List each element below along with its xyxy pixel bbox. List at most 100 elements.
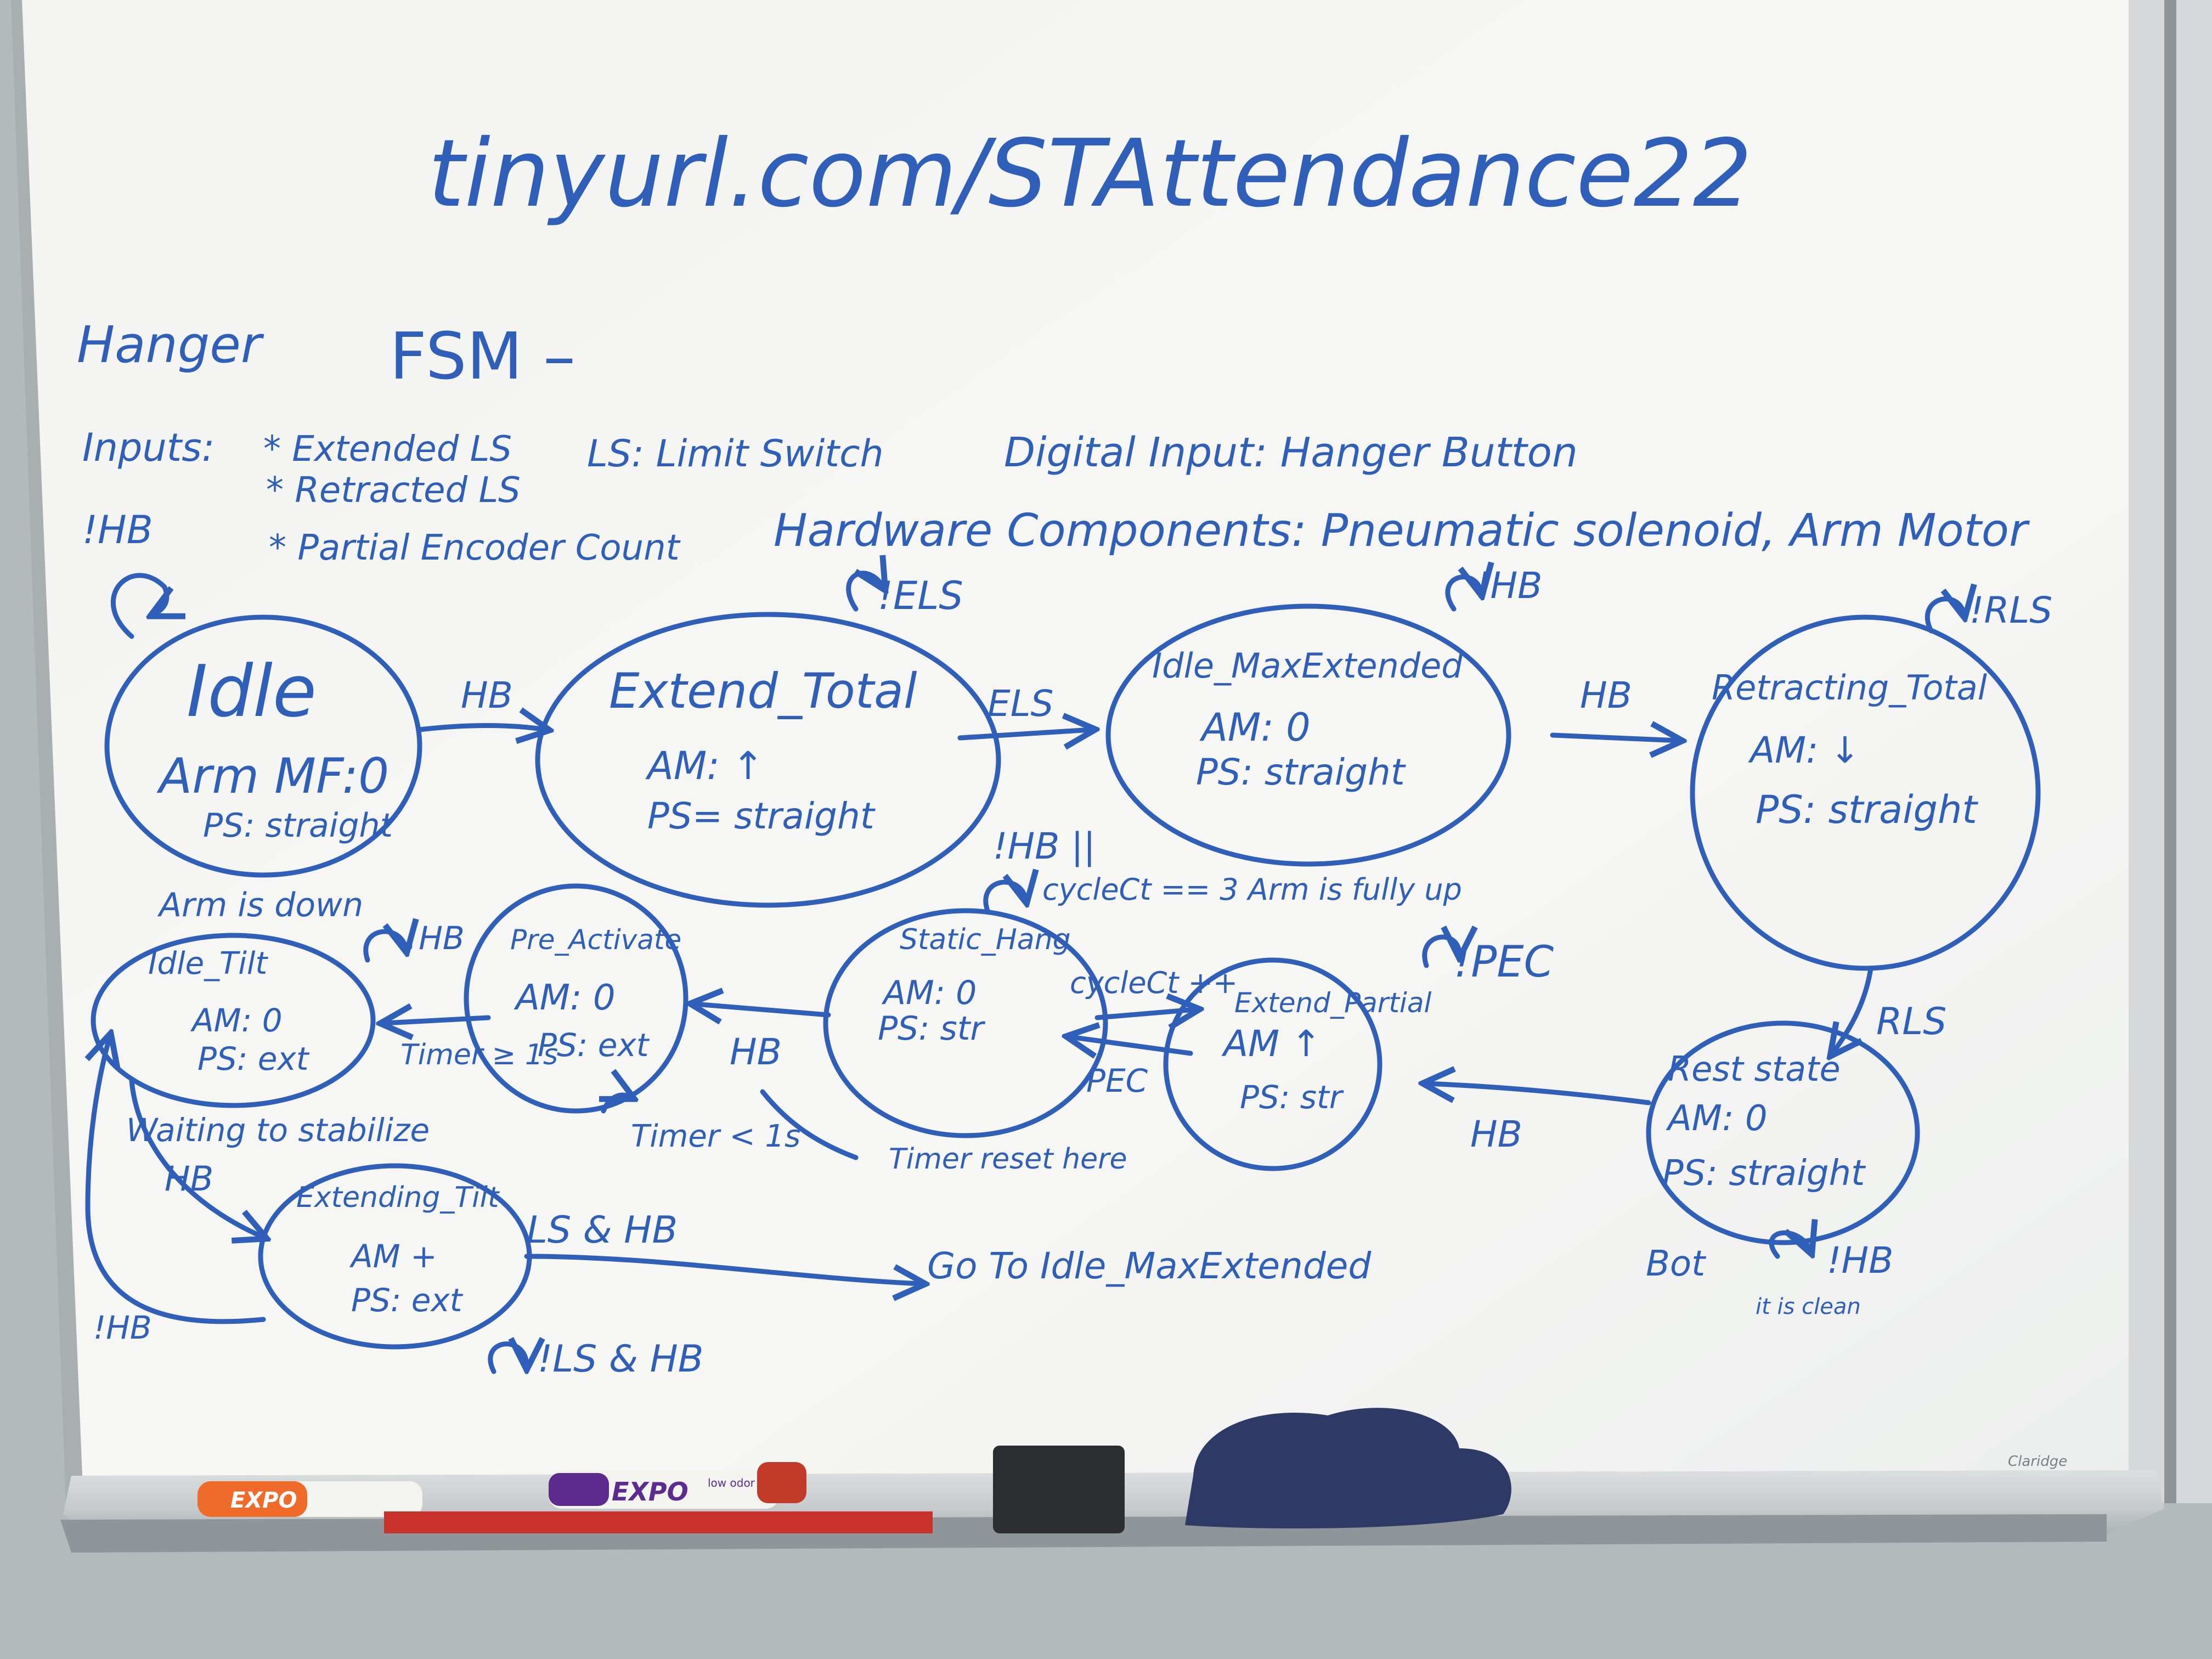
- input-retracted: * Retracted LS: [266, 470, 521, 511]
- state-extend-total: Extend_Total AM: ↑ PS= straight: [535, 612, 1001, 908]
- label-rest-self: !HB: [1827, 1239, 1893, 1282]
- inputs-label: Inputs:: [82, 425, 215, 470]
- marker-purple-label: EXPO: [612, 1477, 689, 1506]
- brand-label: Claridge: [2008, 1453, 2067, 1470]
- label-waiting: Waiting to stabilize: [126, 1111, 430, 1149]
- state-pre-activate-line2: PS: ext: [538, 1026, 650, 1064]
- loop-static: [983, 882, 1026, 913]
- label-extending-self: !LS & HB: [538, 1338, 703, 1381]
- state-retracting-total: Retracting_Total AM: ↓ PS: straight: [1690, 614, 2041, 971]
- edge-extending-goto: [524, 1254, 922, 1284]
- hardware-components: Hardware Components: Pneumatic solenoid,…: [774, 505, 2030, 557]
- cloth-rag: [1185, 1408, 1511, 1528]
- state-idle-tilt-name: Idle_Tilt: [148, 946, 268, 981]
- state-extend-total-line2: PS= straight: [647, 795, 876, 837]
- url-heading: tinyurl.com/STAttendance22: [428, 120, 1752, 228]
- label-extending-to-tilt: !HB: [93, 1309, 152, 1346]
- state-idle-tilt: Idle_Tilt AM: 0 PS: ext: [91, 933, 376, 1108]
- edge-retract-rest: [1832, 966, 1874, 1053]
- red-ruler: [384, 1511, 933, 1533]
- eraser: [993, 1446, 1125, 1533]
- state-extend-partial-line1: AM ↑: [1221, 1023, 1321, 1065]
- state-idle-maxextended: Idle_MaxExtended AM: 0 PS: straight: [1105, 603, 1511, 867]
- label-partial-to-static: cycleCt ++: [1070, 966, 1238, 1000]
- state-static-hang-name: Static_Hang: [900, 923, 1071, 956]
- state-idle-line2: PS: straight: [203, 806, 394, 845]
- loop-idlemax: [1445, 577, 1481, 612]
- label-retract-self: !RLS: [1970, 589, 2052, 631]
- label-extend-to-idlemax: ELS: [988, 682, 1053, 725]
- label-idlemax-self: !HB: [1476, 565, 1542, 607]
- label-partial-self: !PEC: [1454, 938, 1554, 987]
- state-pre-activate: Pre_Activate AM: 0 PS: ext: [464, 883, 689, 1114]
- state-idle-name: Idle: [187, 650, 317, 733]
- state-static-hang: Static_Hang AM: 0 PS: str: [823, 908, 1108, 1138]
- state-rest-line2: PS: straight: [1662, 1153, 1866, 1194]
- edge-idle-extend: [417, 726, 546, 730]
- state-static-hang-line2: PS: str: [878, 1009, 985, 1048]
- state-idle-max-line2: PS: straight: [1196, 751, 1406, 793]
- state-extending-tilt-line2: PS: ext: [351, 1282, 464, 1319]
- state-idle-line1: Arm MF:0: [156, 748, 389, 804]
- label-extend-self: !ELS: [878, 573, 963, 618]
- label-extending-exit: LS & HB: [527, 1209, 678, 1252]
- label-retract-to-rest: RLS: [1876, 1000, 1946, 1043]
- state-pre-activate-name: Pre_Activate: [510, 924, 681, 956]
- loop-pre: [603, 1095, 631, 1114]
- edge-extending-tilt: [88, 1037, 266, 1324]
- marker-orange[interactable]: EXPO: [198, 1481, 422, 1517]
- loop-idle-tilt: [363, 932, 406, 963]
- state-extending-tilt: Extending_Tilt AM + PS: ext: [258, 1163, 532, 1350]
- state-rest-line1: AM: 0: [1666, 1098, 1768, 1139]
- label-idle-self: !HB: [82, 507, 153, 552]
- marker-orange-label: EXPO: [230, 1488, 297, 1513]
- edge-extend-idlemax: [957, 730, 1092, 738]
- marker-red[interactable]: [757, 1462, 806, 1503]
- loop-retract: [1925, 599, 1964, 634]
- state-idle-max-line1: AM: 0: [1199, 705, 1311, 750]
- state-extend-partial-line2: PS: str: [1240, 1079, 1344, 1116]
- label-goto: Go To Idle_MaxExtended: [927, 1245, 1372, 1287]
- input-extended: * Extended LS: [263, 429, 512, 470]
- digital-input: Digital Input: Hanger Button: [1004, 429, 1578, 476]
- loop-idle: [111, 573, 167, 639]
- state-extending-tilt-name: Extending_Tilt: [296, 1181, 500, 1214]
- state-pre-activate-line1: AM: 0: [514, 978, 616, 1018]
- state-extending-tilt-line1: AM +: [349, 1238, 437, 1275]
- state-retracting-line1: AM: ↓: [1748, 729, 1860, 771]
- label-rest-to-partial: HB: [1470, 1113, 1522, 1155]
- label-tilt-self: !HB: [406, 919, 465, 957]
- edge-static-partial: [1094, 1009, 1196, 1018]
- ls-definition: LS: Limit Switch: [587, 432, 884, 476]
- title-hanger: Hanger: [77, 315, 264, 374]
- label-idle-to-extend: HB: [461, 674, 513, 716]
- state-extend-total-line1: AM: ↑: [645, 743, 764, 788]
- state-rest-name: Rest state: [1668, 1049, 1841, 1089]
- label-static-self: !HB ||: [993, 825, 1096, 867]
- label-static-to-partial: PEC: [1086, 1062, 1148, 1099]
- label-tilt-to-extending: HB: [165, 1159, 213, 1199]
- loop-extending: [488, 1344, 527, 1374]
- label-pre-self: Timer < 1s: [631, 1119, 800, 1154]
- state-extend-partial-name: Extend_Partial: [1234, 987, 1431, 1019]
- label-rest-note: it is clean: [1756, 1294, 1861, 1319]
- label-arm-down: Arm is down: [157, 886, 363, 924]
- label-static-to-pre: HB: [730, 1031, 782, 1073]
- edge-idlemax-retract: [1550, 735, 1679, 741]
- edge-tilt-extending: [129, 1078, 263, 1237]
- state-extend-total-name: Extend_Total: [609, 663, 917, 719]
- loop-extend: [846, 573, 883, 612]
- marker-purple-sub: low odor: [708, 1476, 755, 1489]
- label-idlemax-to-retract: HB: [1580, 674, 1632, 716]
- state-retracting-name: Retracting_Total: [1712, 668, 1987, 708]
- state-idle-tilt-line1: AM: 0: [190, 1002, 283, 1039]
- edge-static-pre: [694, 1004, 831, 1015]
- marker-purple[interactable]: EXPO low odor: [549, 1470, 779, 1509]
- loop-rest: [1769, 1233, 1810, 1256]
- title-fsm: FSM –: [390, 318, 575, 394]
- label-pre-to-tilt: Timer ≥ 1s: [400, 1039, 558, 1071]
- edge-pre-tilt: [384, 1018, 491, 1023]
- edge-rest-partial: [1426, 1084, 1651, 1105]
- state-idle-max-name: Idle_MaxExtended: [1152, 646, 1463, 686]
